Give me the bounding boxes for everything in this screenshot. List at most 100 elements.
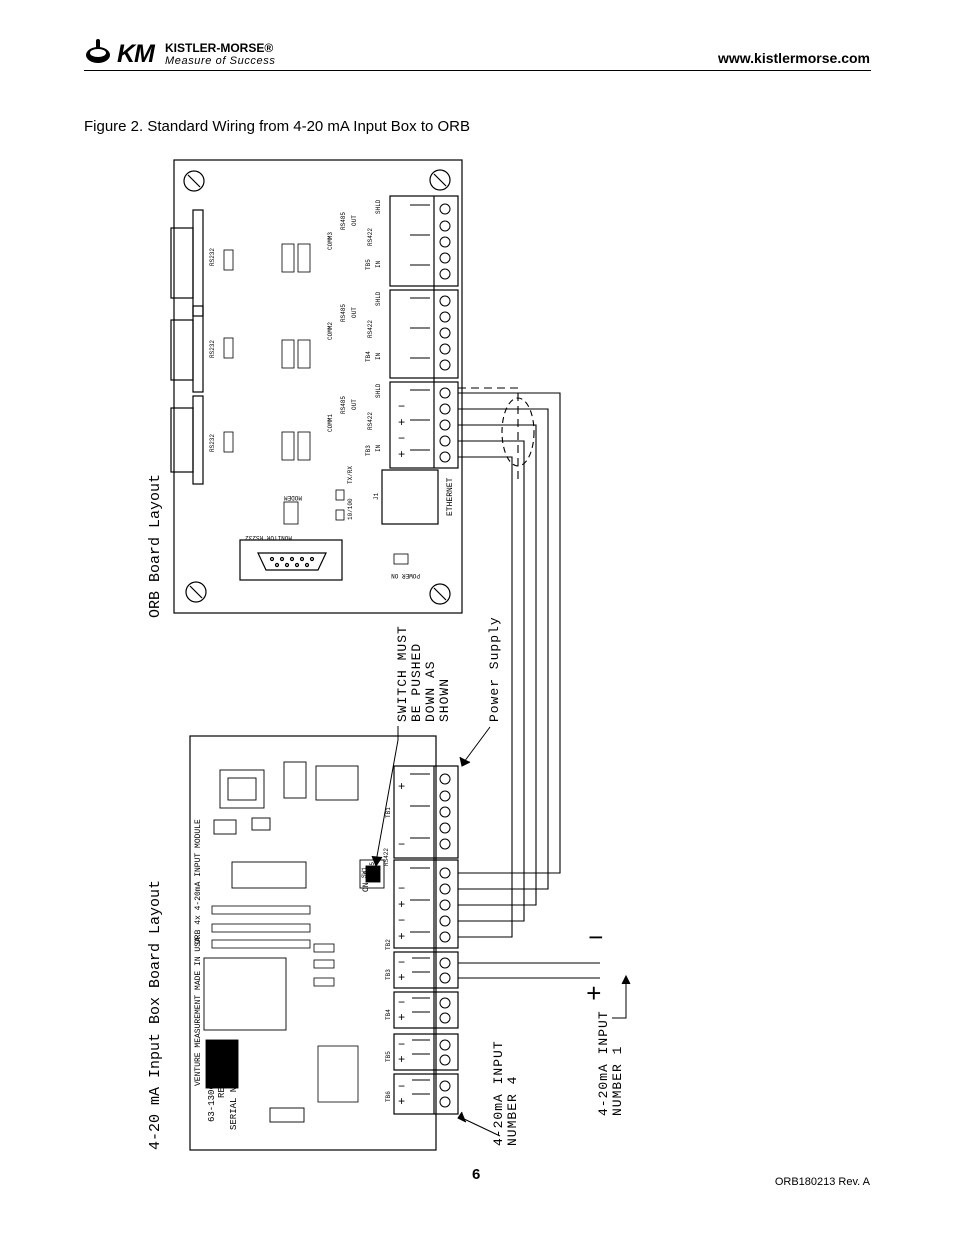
rs485-label-2: RS485	[340, 304, 347, 322]
input-board-components	[203, 761, 385, 1123]
sign-plus: +	[398, 780, 405, 794]
power-supply-label: Power Supply	[487, 616, 502, 722]
input4-line2: NUMBER 4	[505, 1076, 520, 1146]
callout-leaders	[371, 726, 631, 1137]
sign-plus: +	[398, 898, 405, 912]
sign-plus: +	[398, 1053, 405, 1067]
modem-label: MODEM	[284, 494, 302, 501]
input-tb5-label: TB5	[385, 1051, 392, 1062]
input-tb6-label: TB6	[385, 1091, 392, 1102]
serial-label: SERIAL NO	[229, 1081, 239, 1130]
out-label-1: OUT	[351, 399, 358, 410]
sign-plus: +	[398, 448, 405, 462]
figure-caption: Figure 2. Standard Wiring from 4-20 mA I…	[84, 118, 471, 135]
orb-board-outline	[173, 159, 463, 614]
sign-plus: +	[398, 930, 405, 944]
orb-terminal-blocks	[389, 195, 459, 469]
orb-mounting-screws	[183, 169, 451, 605]
sign-plus: +	[398, 1095, 405, 1109]
logo-km-text: KM	[117, 40, 155, 68]
input-resistor-rows	[211, 905, 359, 1103]
monitor-connector	[239, 539, 343, 581]
company-name: KISTLER-MORSE®	[165, 41, 274, 55]
company-tagline: Measure of Success	[165, 55, 276, 67]
txrx-label: TX/RX	[347, 466, 354, 484]
input-board-outline	[189, 735, 437, 1151]
rs422-label-3: RS422	[367, 228, 374, 246]
comm3-label: COMM3	[327, 232, 334, 250]
rev-label: REV	[217, 1081, 227, 1098]
switch-note-line4: SHOWN	[437, 678, 452, 722]
logo-disc-icon	[86, 39, 110, 63]
ethernet-jack	[381, 469, 439, 525]
power-on-label: POWER ON	[391, 572, 420, 579]
shld-label-2: SHLD	[375, 291, 382, 306]
rs422-label-2: RS422	[367, 320, 374, 338]
sw1-label: SW1	[361, 867, 368, 878]
input1-plus: +	[586, 980, 602, 1010]
input-rs485-label: RS485	[369, 862, 376, 880]
sign-minus: −	[398, 1080, 405, 1094]
header-divider	[84, 70, 871, 71]
tenhundred-label: 10/100	[347, 498, 354, 520]
tb4-label: TB4	[365, 351, 372, 362]
input-tb1-label: TB1	[385, 807, 392, 818]
out-label-3: OUT	[351, 215, 358, 226]
orb-jumpers	[223, 243, 409, 565]
input1-polarity: + −	[586, 924, 604, 1010]
tb5-label: TB5	[365, 259, 372, 270]
input1-line2: NUMBER 1	[610, 1046, 625, 1116]
sign-minus: −	[398, 914, 405, 928]
shield-wire	[458, 387, 519, 480]
input1-line1: 4-20mA INPUT	[596, 1010, 611, 1116]
website-link[interactable]: www.kistlermorse.com	[718, 50, 870, 66]
j1-label: J1	[373, 492, 380, 500]
sign-minus: −	[398, 838, 405, 852]
out-label-2: OUT	[351, 307, 358, 318]
orb-board-title: ORB Board Layout	[147, 474, 164, 618]
rs232-label-3: RS232	[209, 248, 216, 266]
page-number: 6	[472, 1166, 481, 1183]
comm1-label: COMM1	[327, 414, 334, 432]
input-box-title: 4-20 mA Input Box Board Layout	[147, 880, 164, 1150]
rs232-label-2: RS232	[209, 340, 216, 358]
switch-note-line2: BE PUSHED	[409, 643, 424, 722]
input4-line1: 4-20mA INPUT	[491, 1040, 506, 1146]
in-label-1: IN	[375, 444, 382, 452]
sign-minus: −	[398, 400, 405, 414]
module-label: ORB 4x 4-20mA INPUT MODULE	[194, 819, 203, 944]
terminal-signs: + − + − + − + − + − + − + − + − + −	[398, 400, 405, 1109]
kistler-morse-logo: KM KISTLER-MORSE® Measure of Success	[84, 38, 284, 68]
shield-ellipse	[501, 397, 535, 467]
monitor-label: MONITOR RS232	[245, 534, 292, 541]
input-terminal-blocks	[393, 765, 459, 1115]
input-tb2-label: TB2	[385, 939, 392, 950]
input1-minus: −	[588, 924, 604, 954]
rs485-label-1: RS485	[340, 396, 347, 414]
shld-label-1: SHLD	[375, 383, 382, 398]
sign-minus: −	[398, 882, 405, 896]
shld-label-3: SHLD	[375, 199, 382, 214]
signal-wires	[458, 392, 600, 979]
sign-plus: +	[398, 971, 405, 985]
tb3-label: TB3	[365, 445, 372, 456]
rs422-label-1: RS422	[367, 412, 374, 430]
sign-plus: +	[398, 416, 405, 430]
switch-note-line3: DOWN AS	[423, 660, 438, 722]
rs232-label-1: RS232	[209, 434, 216, 452]
on-label: ON	[362, 882, 371, 892]
part-label: 63-1306-	[207, 1079, 217, 1122]
input-tb4-label: TB4	[385, 1009, 392, 1020]
orb-comm-connectors	[170, 209, 204, 485]
sign-minus: −	[398, 996, 405, 1010]
venture-label: VENTURE MEASUREMENT MADE IN USA	[194, 937, 203, 1086]
switch-note-line1: SWITCH MUST	[395, 625, 410, 722]
comm2-label: COMM2	[327, 322, 334, 340]
document-code: ORB180213 Rev. A	[774, 1176, 870, 1188]
rs485-label-3: RS485	[340, 212, 347, 230]
sign-minus: −	[398, 432, 405, 446]
in-label-2: IN	[375, 352, 382, 360]
in-label-3: IN	[375, 260, 382, 268]
sign-plus: +	[398, 1011, 405, 1025]
ethernet-label: ETHERNET	[446, 477, 455, 516]
